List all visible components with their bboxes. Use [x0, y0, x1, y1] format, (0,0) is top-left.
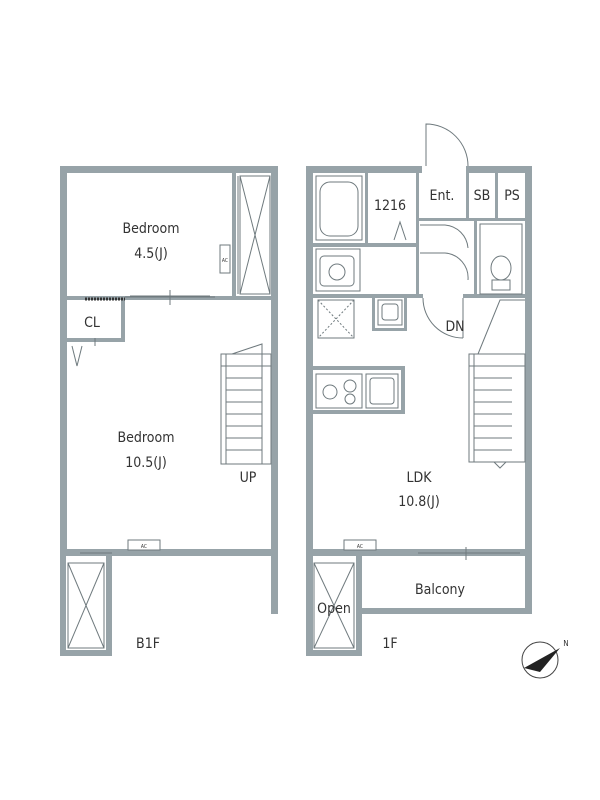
- room-size-bedroom-lower: 10.5(J): [125, 455, 167, 471]
- stairs-up-label: UP: [240, 470, 257, 486]
- f1-storage: [317, 299, 355, 339]
- shoe-box-label: SB: [474, 188, 491, 204]
- kitchen-sink: [365, 373, 399, 409]
- room-size-bedroom-upper: 4.5(J): [134, 246, 168, 262]
- sink-small: [377, 299, 403, 326]
- room-size-ldk: 10.8(J): [398, 494, 440, 510]
- stairs-down-label: DN: [445, 319, 464, 335]
- closet-label: CL: [84, 315, 100, 331]
- b1f-plan: AC AC Bedroom 4.5(J) Bedroom 10.5(J) CL …: [60, 166, 278, 656]
- pipe-space-label: PS: [504, 188, 520, 204]
- f1-ac: AC: [343, 539, 377, 551]
- f1-stairs: [468, 299, 526, 469]
- room-name-ldk: LDK: [407, 470, 433, 486]
- open-label: Open: [317, 601, 351, 617]
- ac-label: AC: [357, 544, 363, 550]
- b1f-ac-upper: AC: [219, 244, 231, 274]
- ac-label: AC: [141, 544, 147, 550]
- b1f-storage-lower: [67, 562, 105, 649]
- toilet: [479, 223, 523, 295]
- f1-plan: AC 1216 Ent. SB PS DN LDK 10.8(J) Balcon…: [306, 123, 532, 656]
- floor-label-1f: 1F: [382, 636, 397, 652]
- compass-icon: N: [521, 639, 569, 679]
- stove: [315, 373, 363, 409]
- room-name-bedroom-lower: Bedroom: [118, 430, 175, 446]
- floor-label-b1f: B1F: [136, 636, 160, 652]
- bathtub: [315, 175, 363, 241]
- ac-label: AC: [222, 258, 228, 264]
- b1f-stairs: [220, 343, 272, 465]
- compass-north-label: N: [563, 639, 568, 648]
- entrance-label: Ent.: [430, 188, 455, 204]
- b1f-storage-upper: [237, 175, 271, 295]
- b1f-walls: [60, 166, 278, 656]
- room-name-bedroom-upper: Bedroom: [123, 221, 180, 237]
- balcony-label: Balcony: [415, 582, 465, 598]
- bath-size-label: 1216: [374, 198, 406, 214]
- open-storage: [313, 562, 355, 649]
- washbasin: [315, 248, 361, 292]
- b1f-ac-lower: AC: [127, 539, 161, 551]
